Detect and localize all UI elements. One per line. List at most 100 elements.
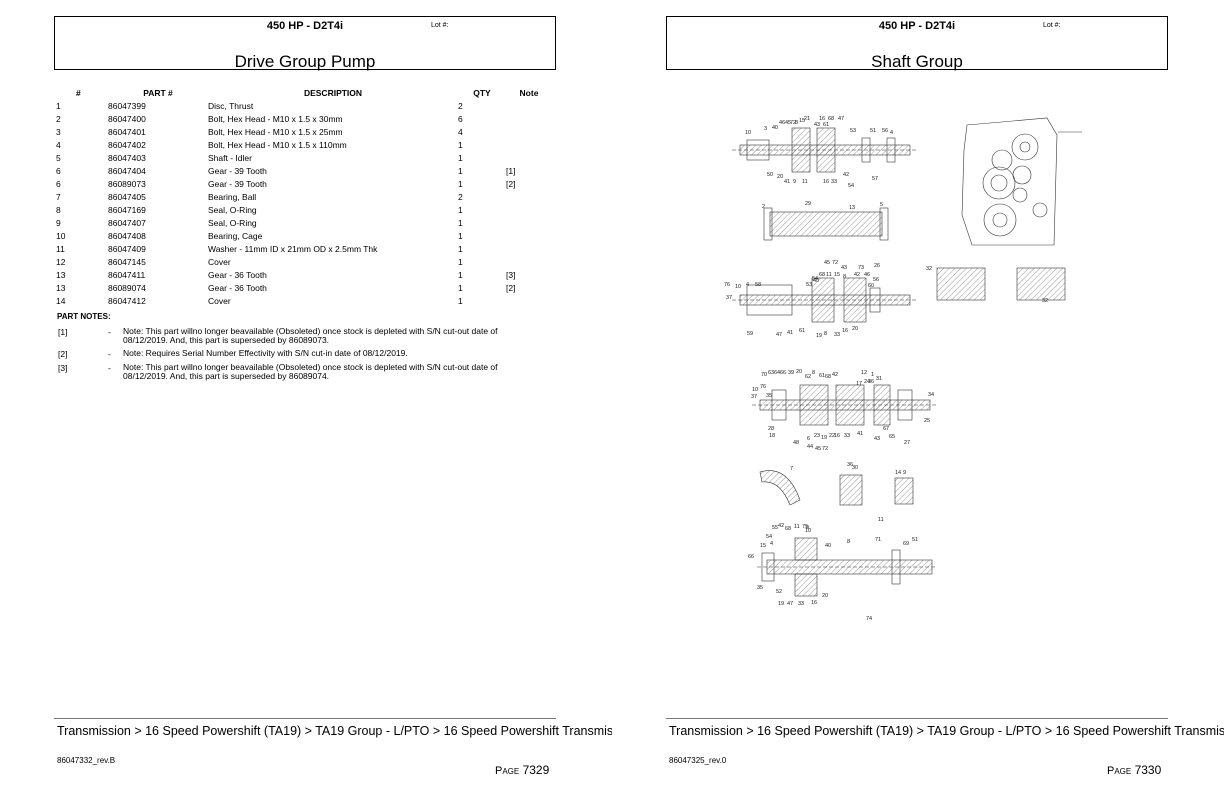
- cell-desc: Bolt, Hex Head - M10 x 1.5 x 110mm: [208, 139, 347, 150]
- callout-number: 10: [805, 528, 811, 534]
- cell-desc: Shaft - Idler: [208, 152, 252, 163]
- page-word: Page: [495, 765, 520, 777]
- callout-number: 43: [874, 436, 880, 442]
- breadcrumb: Transmission > 16 Speed Powershift (TA19…: [57, 724, 612, 738]
- callout-number: 20: [822, 593, 828, 599]
- callout-number: 51: [912, 537, 918, 543]
- cell-note: [506, 125, 552, 138]
- callout-number: 68: [819, 272, 825, 278]
- footer-divider: [666, 718, 1168, 719]
- cell-num: 13: [56, 282, 66, 293]
- cell-part: 86047411: [108, 269, 146, 280]
- callout-number: 56: [873, 277, 879, 283]
- document-id: 86047325_rev.0: [669, 756, 727, 765]
- callout-number: 9: [793, 179, 796, 185]
- callout-number: 20: [777, 174, 783, 180]
- callout-number: 45: [815, 446, 821, 452]
- callout-number: 24: [864, 379, 870, 385]
- document-id: 86047332_rev.B: [57, 756, 116, 765]
- callout-number: 53: [850, 128, 856, 134]
- callout-number: 8: [812, 370, 815, 376]
- callout-number: 72: [832, 260, 838, 266]
- group-title: Shaft Group: [871, 52, 963, 71]
- callout-number: 29: [805, 201, 811, 207]
- cell-num: 3: [56, 126, 61, 137]
- col-header-qty: QTY: [473, 88, 491, 98]
- left-page: 450 HP - D2T4i Lot #: Drive Group Pump #…: [54, 16, 612, 777]
- callout-number: 31: [876, 376, 882, 382]
- page-number: Page 7330: [1107, 763, 1161, 777]
- callout-number: 39: [788, 370, 794, 376]
- callout-number: 5: [880, 202, 883, 208]
- col-header-description: DESCRIPTION: [303, 88, 363, 98]
- callout-number: 10: [745, 130, 751, 136]
- callout-number: 9: [806, 525, 809, 531]
- callout-number: 37: [726, 295, 732, 301]
- callout-number: 36: [868, 379, 874, 385]
- cell-note: [3]: [506, 269, 516, 280]
- callout-number: 2: [762, 204, 765, 210]
- cell-part: 86047401: [108, 126, 146, 137]
- callout-number: 8: [847, 539, 850, 545]
- cell-note: [506, 203, 552, 216]
- callout-number: 69: [903, 541, 909, 547]
- callout-number: 54: [766, 534, 772, 540]
- callout-number: 72: [790, 120, 796, 126]
- note-dash: -: [108, 363, 111, 373]
- callout-number: 61: [823, 122, 829, 128]
- transmission-housing: [961, 117, 1082, 246]
- callout-number: 11: [878, 517, 884, 523]
- callout-number: 54: [848, 183, 854, 189]
- callout-number: 16: [819, 116, 825, 122]
- cell-part: 86047409: [108, 243, 146, 254]
- cell-desc: Gear - 39 Tooth: [208, 178, 267, 189]
- callout-number: 63: [768, 370, 774, 376]
- cell-part: 86089074: [108, 282, 146, 293]
- cell-part: 86047404: [108, 165, 146, 176]
- cell-part: 86047400: [108, 113, 146, 124]
- cell-note: [506, 99, 552, 112]
- cell-note: [506, 112, 552, 125]
- cell-qty: 2: [458, 191, 463, 202]
- cell-num: 11: [56, 243, 65, 254]
- cell-qty: 1: [458, 152, 463, 163]
- callout-number: 16: [823, 179, 829, 185]
- cell-note: [2]: [506, 178, 516, 189]
- callout-number: 27: [904, 440, 910, 446]
- cell-part: 86047402: [108, 139, 146, 150]
- callout-number: 16: [842, 328, 848, 334]
- model-title: 450 HP - D2T4i: [266, 20, 344, 32]
- callout-number: 76: [760, 384, 766, 390]
- callout-number: 65: [889, 434, 895, 440]
- callout-number: 15: [834, 272, 840, 278]
- cell-note: [506, 138, 552, 151]
- callout-number: 10: [752, 387, 758, 393]
- note-text: Note: This part willno longer beavailabl…: [123, 362, 498, 381]
- page-number-value: 7330: [1134, 763, 1162, 777]
- callout-number: 33: [831, 179, 837, 185]
- detail-views: [759, 470, 914, 506]
- cell-num: 6: [56, 165, 61, 176]
- callout-number: 4: [890, 130, 893, 136]
- callout-number: 51: [870, 128, 876, 134]
- callout-number: 20: [796, 369, 802, 375]
- callout-number: 7: [790, 466, 793, 472]
- callout-number: 66: [780, 370, 786, 376]
- footer-divider: [54, 718, 556, 719]
- callout-number: 46: [864, 272, 870, 278]
- idler-shaft: [763, 207, 889, 241]
- group-title: Drive Group Pump: [234, 52, 376, 71]
- cell-note: [2]: [506, 282, 516, 293]
- callout-number: 41: [787, 330, 793, 336]
- callout-number: 73: [858, 265, 864, 271]
- cell-desc: Cover: [208, 295, 231, 306]
- callout-number: 50: [767, 172, 773, 178]
- callout-number: 16: [834, 433, 840, 439]
